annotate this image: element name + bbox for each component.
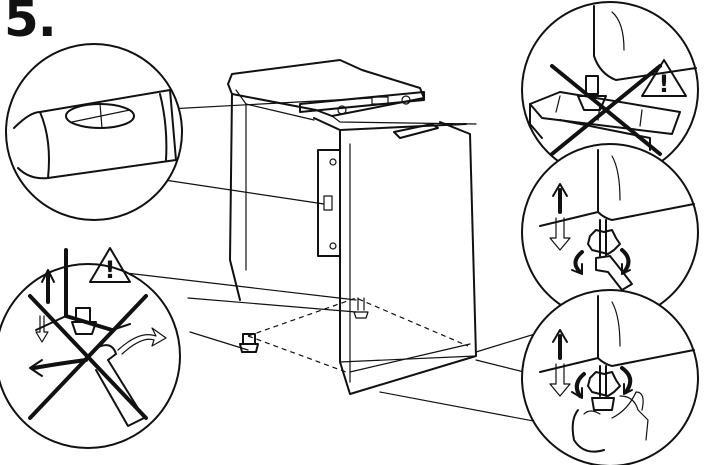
spirit-level-icon — [13, 89, 177, 180]
spirit-level-callout — [5, 43, 183, 221]
warning-triangle-icon: ! — [89, 247, 131, 284]
down-arrow-icon — [549, 363, 571, 397]
washing-machine — [227, 59, 477, 395]
down-arrow-icon — [35, 315, 49, 343]
step-number: 5. — [4, 0, 57, 48]
wrench-warning-callout: ! — [0, 247, 181, 449]
adjustable-foot-icon — [239, 333, 259, 353]
up-arrow-icon — [552, 329, 568, 360]
svg-text:!: ! — [659, 70, 670, 98]
nut-adjust-callout — [521, 143, 699, 321]
down-arrow-icon — [549, 217, 571, 251]
warning-triangle-icon: ! — [641, 59, 687, 98]
svg-text:!: ! — [105, 256, 116, 284]
hand-adjust-callout — [521, 289, 699, 465]
up-arrow-icon — [41, 269, 55, 304]
rotate-arrow-icon — [571, 366, 633, 399]
rotate-arrow-icon — [29, 327, 167, 377]
rotate-arrow-icon — [571, 248, 631, 275]
up-arrow-icon — [552, 183, 568, 214]
